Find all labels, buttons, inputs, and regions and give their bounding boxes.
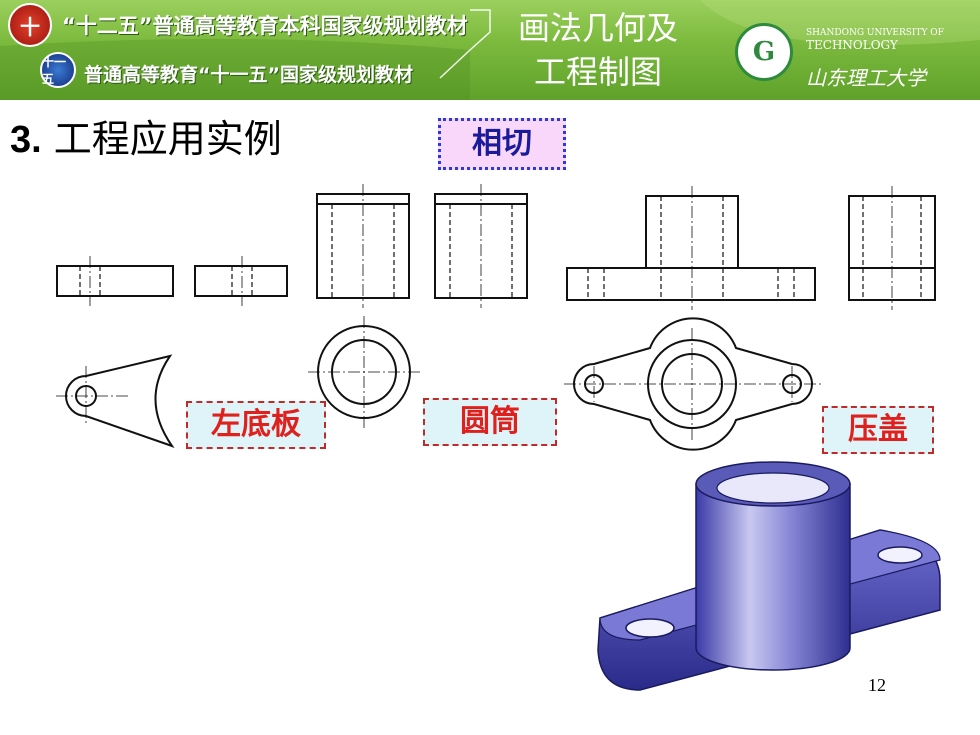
course-title-line1: 画法几何及 [517,9,678,47]
cylinder-tube-label: 圆筒 [423,398,557,446]
cover-3d-model [597,461,941,691]
tube-front-view [316,184,410,308]
series-title-top: “十二五”普通高等教育本科国家级规划教材 [62,14,468,38]
university-logo-icon: G [735,23,793,81]
left-plate-front-view [56,256,174,306]
university-name-en-line1: SHANDONG UNIVERSITY OF [806,28,944,38]
section-number: 3. [10,119,42,161]
page-number: 12 [868,675,886,695]
cover-side-view [848,186,936,310]
tube-top-view [308,316,420,428]
course-title: 画法几何及 工程制图 [498,6,698,94]
header-banner: 十 十一五 “十二五”普通高等教育本科国家级规划教材 普通高等教育“十一五”国家… [0,0,980,100]
left-plate-top-view [56,354,175,448]
cover-front-view [566,186,816,310]
tube-side-view [434,184,528,308]
tangent-label: 相切 [438,118,566,170]
series-emblem-icon: 十 [8,3,52,47]
university-name-en: SHANDONG UNIVERSITY OF TECHNOLOGY [806,27,944,51]
pressure-cover-label: 压盖 [822,406,934,454]
left-base-plate-label: 左底板 [186,401,326,449]
university-name-cn: 山东理工大学 [806,66,926,90]
course-title-line2: 工程制图 [533,53,662,91]
section-title: 3. 工程应用实例 [10,108,282,163]
series-title-bottom: 普通高等教育“十一五”国家级规划教材 [84,64,413,86]
plate-front-view-2 [194,256,288,306]
eleventh-plan-emblem-icon: 十一五 [40,52,76,88]
section-title-text: 工程应用实例 [53,117,282,161]
university-name-en-line2: TECHNOLOGY [806,38,898,52]
cover-top-view [564,317,824,451]
